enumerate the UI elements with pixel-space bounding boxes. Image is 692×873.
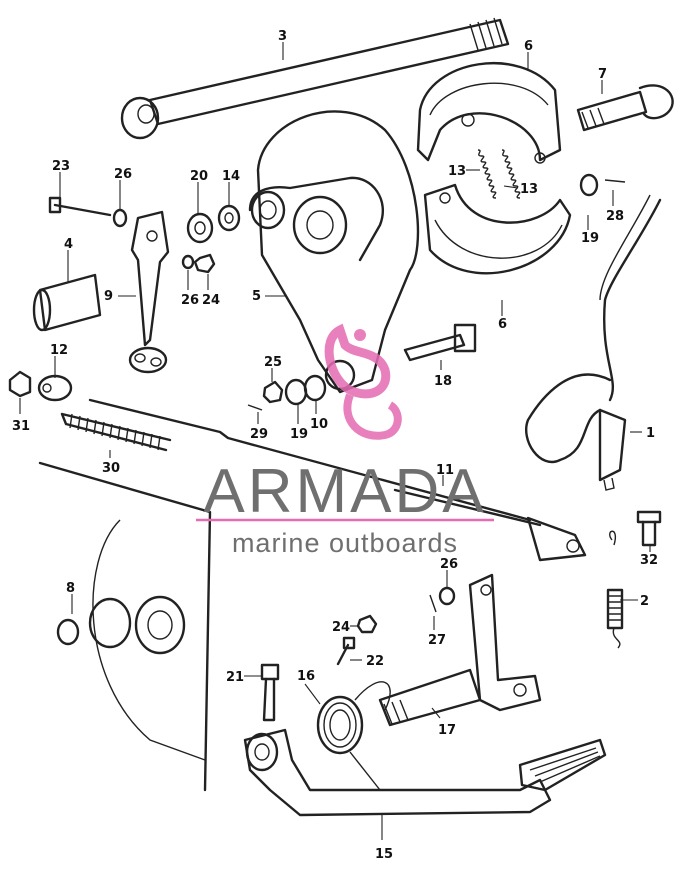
rear-axle <box>120 17 510 140</box>
callout-16: 16 <box>297 669 315 684</box>
callout-3: 3 <box>278 29 287 44</box>
brake-shoe-springs <box>477 149 521 199</box>
callout-31: 31 <box>12 419 30 434</box>
callout-8: 8 <box>66 581 75 596</box>
callout-24-bottom: 24 <box>332 620 350 635</box>
pedal-return-spring-16 <box>316 681 391 791</box>
callout-23: 23 <box>52 159 70 174</box>
armada-logo-mark <box>324 323 402 440</box>
callout-4: 4 <box>64 237 73 252</box>
callout-13-right: 13 <box>520 182 538 197</box>
callout-7: 7 <box>598 67 607 82</box>
nut-24-mid <box>193 253 216 274</box>
nut-31 <box>8 370 32 398</box>
callout-30: 30 <box>102 461 120 476</box>
callout-26-mid: 26 <box>181 293 199 308</box>
callout-19-mid: 19 <box>290 427 308 442</box>
stop-light-switch <box>525 194 662 491</box>
pin-27 <box>429 594 437 613</box>
bolt-18 <box>403 323 477 362</box>
callout-22: 22 <box>366 654 384 669</box>
callout-5: 5 <box>252 289 261 304</box>
callout-6-top: 6 <box>524 39 533 54</box>
stop-switch-spring <box>606 530 624 649</box>
brake-pedal-15 <box>243 728 607 817</box>
callout-12: 12 <box>50 343 68 358</box>
bolt-23 <box>48 196 112 217</box>
callout-21: 21 <box>226 670 244 685</box>
callout-6-bottom: 6 <box>498 317 507 332</box>
callout-32: 32 <box>640 553 658 568</box>
callout-10: 10 <box>310 417 328 432</box>
callout-25: 25 <box>264 355 282 370</box>
leader-lines <box>19 42 651 840</box>
washer-26-top <box>112 208 128 228</box>
callout-13-left: 13 <box>448 164 466 179</box>
brake-cam <box>576 84 674 132</box>
pin-28 <box>604 179 626 183</box>
callout-24-mid: 24 <box>202 293 220 308</box>
return-spring-30 <box>60 412 172 452</box>
brake-shoe-lower <box>423 183 572 275</box>
pedal-bracket <box>468 573 542 712</box>
washer-19-right <box>579 173 599 197</box>
brake-panel <box>248 110 420 394</box>
callout-17: 17 <box>438 723 456 738</box>
callout-11: 11 <box>436 463 454 478</box>
callout-numbers: 3 6 7 23 26 20 14 13 13 4 9 5 26 24 6 19… <box>12 29 658 862</box>
nut-24-bottom <box>356 614 378 634</box>
washer-26-bottom <box>438 586 456 606</box>
callout-2: 2 <box>640 594 649 609</box>
pin-32 <box>636 510 662 547</box>
bolt-21 <box>260 663 280 722</box>
sleeve <box>32 273 102 332</box>
brake-shoe-upper <box>416 62 562 164</box>
washer-26-mid <box>181 254 195 270</box>
callout-28: 28 <box>606 209 624 224</box>
watermark-brand: ARMADA <box>203 457 486 526</box>
callout-29: 29 <box>250 427 268 442</box>
callout-15: 15 <box>375 847 393 862</box>
pin-29 <box>247 404 263 411</box>
washers-25-19-10 <box>262 374 327 406</box>
callout-26-bottom: 26 <box>440 557 458 572</box>
bolt-22 <box>336 636 356 666</box>
joint-12 <box>37 374 73 402</box>
callout-20: 20 <box>190 169 208 184</box>
callout-27: 27 <box>428 633 446 648</box>
callout-19-right: 19 <box>581 231 599 246</box>
callout-14: 14 <box>222 169 240 184</box>
pedal-shaft-17 <box>378 668 482 727</box>
callout-26-top: 26 <box>114 167 132 182</box>
callout-9: 9 <box>104 289 113 304</box>
frame-outline <box>38 461 212 792</box>
callout-18: 18 <box>434 374 452 389</box>
brake-rod <box>88 398 587 562</box>
watermark-tagline: marine outboards <box>232 528 458 558</box>
callout-1: 1 <box>646 426 655 441</box>
brake-arm <box>128 210 170 374</box>
washer-14 <box>217 204 241 232</box>
washer-20 <box>186 212 214 244</box>
